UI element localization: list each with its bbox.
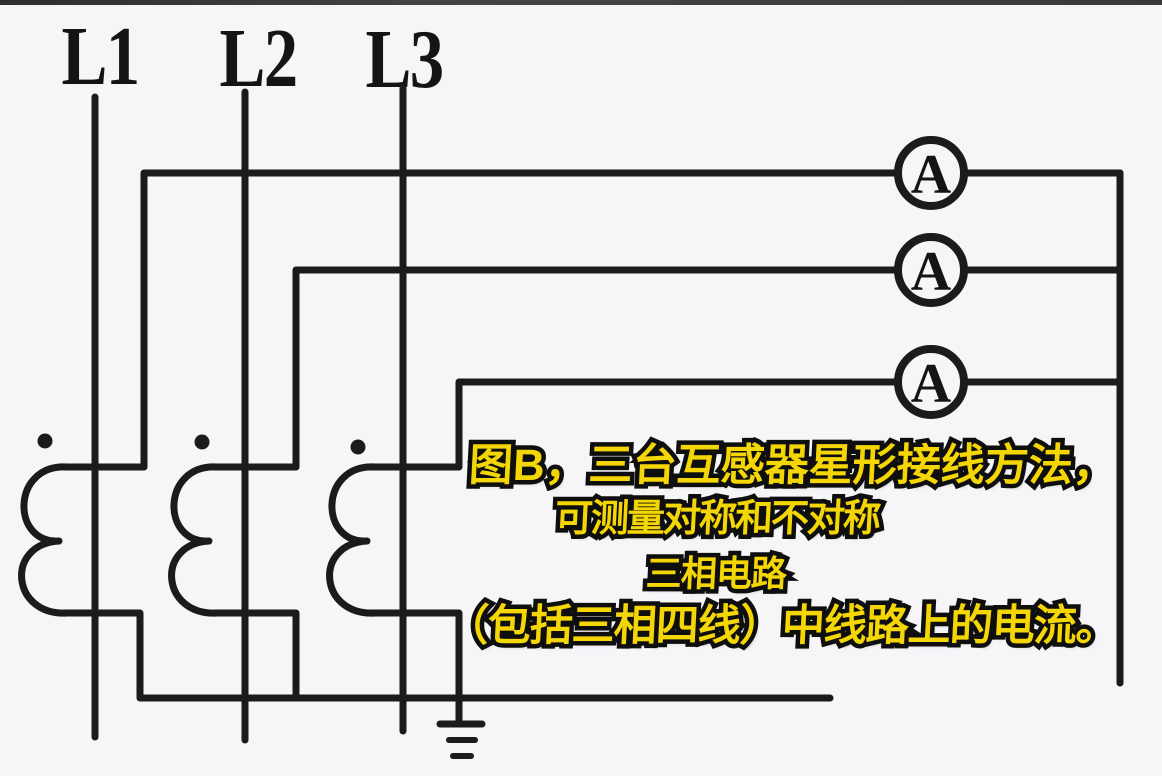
phase-label-l1: L1 [61,10,140,103]
ct3-coil [326,463,379,617]
caption-line-3: 三相电路 [645,553,787,594]
ammeter-2-circle [894,233,968,307]
ct2-secondary-top-wire [211,266,1124,471]
top-edge-strip [0,0,1162,5]
ct1-coil [18,463,71,617]
ct1-polarity-dot-icon [37,433,53,449]
ammeter-1-circle [894,136,968,210]
ammeter-3-circle [894,345,968,419]
ammeter-2-label: A [911,241,952,303]
ct2-polarity-dot-icon [194,434,210,450]
caption-line-1: 图B，三台互感器星形接线方法， [468,441,1118,490]
ammeter-1-label: A [911,144,952,206]
ct1-secondary-bottom-wire-and-common-line [61,609,834,702]
ct1-secondary-top-wire [61,169,1124,471]
ct3-polarity-dot-icon [350,439,366,455]
caption-line-4: （包括三相四线）中线路上的电流。 [445,602,1120,650]
ct3-secondary-top-wire [367,378,1124,471]
ground-icon [436,720,486,759]
ammeter-3-label: A [911,353,952,415]
ct2-coil [168,463,221,617]
ct2-secondary-bottom-wire [211,609,300,702]
caption-line-2: 可测量对称和不对称 [554,498,880,540]
phase-label-l2: L2 [219,12,298,105]
